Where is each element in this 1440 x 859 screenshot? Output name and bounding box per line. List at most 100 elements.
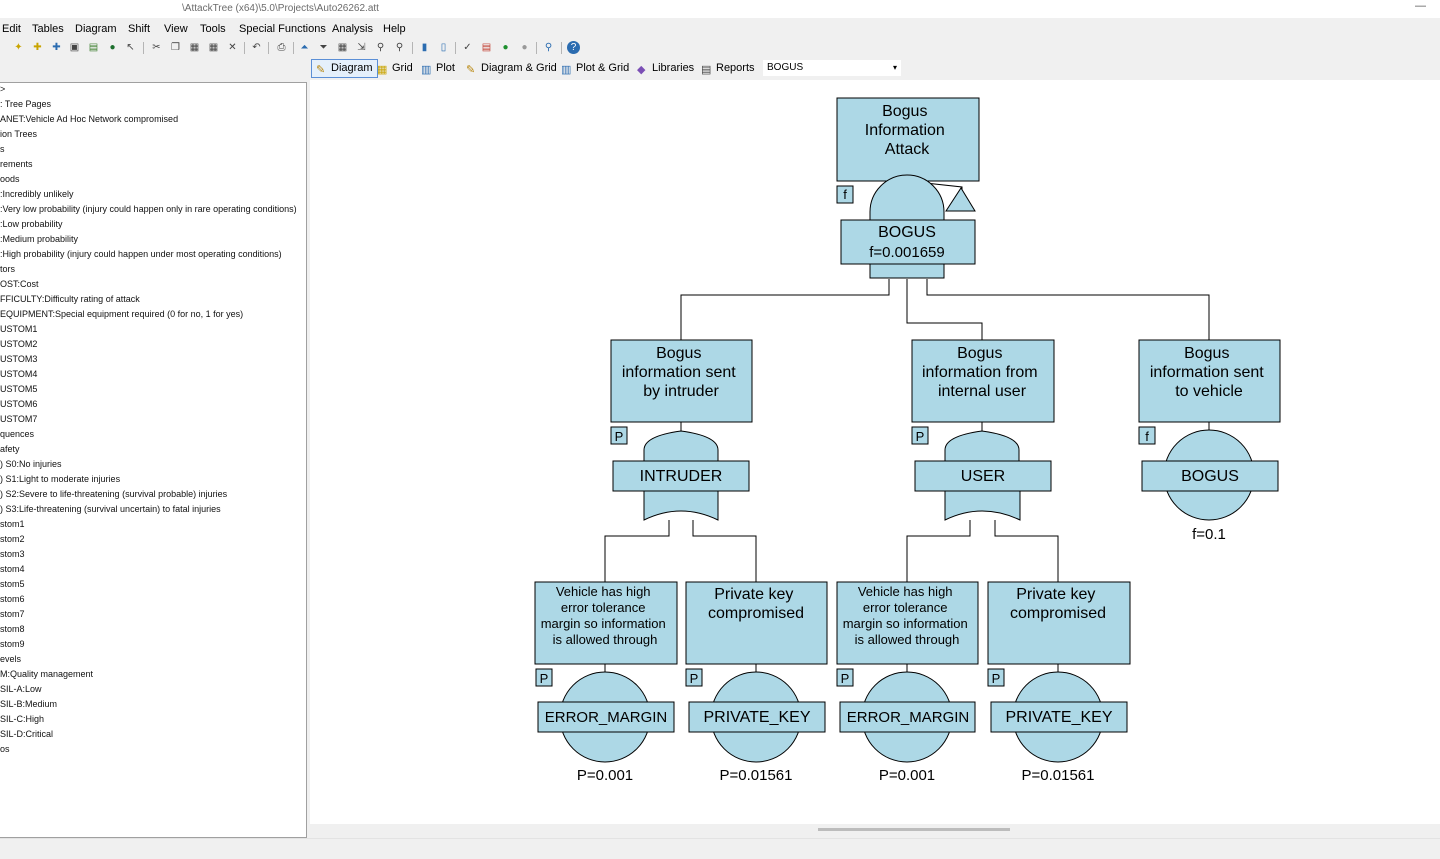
tree-item[interactable]: :High probability (injury could happen u… (0, 249, 282, 259)
expand-icon[interactable]: ⇲ (355, 41, 368, 54)
tree-item[interactable]: tors (0, 264, 15, 274)
traffic-light-icon[interactable]: ● (499, 41, 512, 54)
cut-icon[interactable]: ✂ (150, 41, 163, 54)
tree-item[interactable]: stom1 (0, 519, 25, 529)
tree-item[interactable]: stom3 (0, 549, 25, 559)
tab-plot-grid[interactable]: ▥Plot & Grid (561, 60, 629, 77)
add-node-icon[interactable]: ✚ (31, 41, 44, 54)
image-icon[interactable]: ▣ (68, 41, 81, 54)
undo-icon[interactable]: ↶ (250, 41, 263, 54)
menu-shift[interactable]: Shift (128, 23, 150, 35)
scrollbar-thumb[interactable] (818, 828, 1010, 831)
delete-icon[interactable]: ✕ (226, 41, 239, 54)
paste-special-icon[interactable]: ▦ (207, 41, 220, 54)
tree-item[interactable]: :Incredibly unlikely (0, 189, 74, 199)
tree-item[interactable]: stom7 (0, 609, 25, 619)
tree-item[interactable]: :Very low probability (injury could happ… (0, 204, 297, 214)
node-intruder[interactable]: Bogus information sent by intruder (611, 340, 752, 422)
tree-item[interactable]: evels (0, 654, 21, 664)
tree-item[interactable]: stom8 (0, 624, 25, 634)
move-down-icon[interactable]: ⏷ (317, 41, 330, 54)
menu-help[interactable]: Help (383, 23, 406, 35)
node-vehicle[interactable]: Bogus information sent to vehicle (1139, 340, 1280, 422)
tree-item[interactable]: stom6 (0, 594, 25, 604)
info-icon[interactable]: ▮ (418, 41, 431, 54)
tree-item[interactable]: stom9 (0, 639, 25, 649)
tree-item[interactable]: SIL-C:High (0, 714, 44, 724)
globe-icon[interactable]: ● (106, 41, 119, 54)
tree-item[interactable]: : Tree Pages (0, 99, 51, 109)
tree-item[interactable]: USTOM2 (0, 339, 37, 349)
tree-item[interactable]: ) S3:Life-threatening (survival uncertai… (0, 504, 221, 514)
tree-item[interactable]: FFICULTY:Difficulty rating of attack (0, 294, 140, 304)
tab-libraries[interactable]: ◆Libraries (637, 60, 694, 77)
tree-item[interactable]: :Low probability (0, 219, 63, 229)
minimize-button[interactable]: — (1415, 0, 1426, 12)
tree-item[interactable]: stom2 (0, 534, 25, 544)
menu-analysis[interactable]: Analysis (332, 23, 373, 35)
page-selector[interactable]: BOGUS ▾ (763, 60, 901, 76)
traffic-light-off-icon[interactable]: ● (518, 41, 531, 54)
find-replace-icon[interactable]: ⚲ (393, 41, 406, 54)
add-child-icon[interactable]: ✚ (50, 41, 63, 54)
node-user[interactable]: Bogus information from internal user (912, 340, 1054, 422)
tree-item[interactable]: USTOM6 (0, 399, 37, 409)
menu-edit[interactable]: Edit (2, 23, 21, 35)
print-icon[interactable]: ⎙ (275, 41, 288, 54)
horizontal-scrollbar[interactable] (310, 824, 1440, 836)
page-icon[interactable]: ▯ (437, 41, 450, 54)
tree-item[interactable]: s (0, 144, 5, 154)
tree-item[interactable]: USTOM3 (0, 354, 37, 364)
menu-tools[interactable]: Tools (200, 23, 226, 35)
tree-item[interactable]: stom5 (0, 579, 25, 589)
tree-item[interactable]: quences (0, 429, 34, 439)
tree-item[interactable]: ) S2:Severe to life-threatening (surviva… (0, 489, 227, 499)
menu-tables[interactable]: Tables (32, 23, 64, 35)
tree-item[interactable]: rements (0, 159, 33, 169)
tab-diagram-grid[interactable]: ✎Diagram & Grid (466, 60, 557, 77)
menu-special-functions[interactable]: Special Functions (239, 23, 326, 35)
leaf-private-key[interactable]: Private key compromised (988, 582, 1130, 664)
tree-item[interactable]: USTOM5 (0, 384, 37, 394)
menu-diagram[interactable]: Diagram (75, 23, 117, 35)
tree-item[interactable]: SIL-B:Medium (0, 699, 57, 709)
tree-item[interactable]: OST:Cost (0, 279, 39, 289)
help-icon[interactable]: ? (567, 41, 580, 54)
tab-reports[interactable]: ▤Reports (701, 60, 755, 77)
tree-item[interactable]: oods (0, 174, 20, 184)
copy-icon[interactable]: ❐ (169, 41, 182, 54)
leaf-error-margin[interactable]: Vehicle has high error tolerance margin … (535, 582, 677, 664)
spellcheck-icon[interactable]: ✓ (461, 41, 474, 54)
menu-view[interactable]: View (164, 23, 188, 35)
new-page-icon[interactable]: ✦ (12, 41, 25, 54)
chart-icon[interactable]: ▤ (480, 41, 493, 54)
tree-item[interactable]: USTOM7 (0, 414, 37, 424)
find-icon[interactable]: ⚲ (374, 41, 387, 54)
move-up-icon[interactable]: ⏶ (298, 41, 311, 54)
tree-item[interactable]: stom4 (0, 564, 25, 574)
tree-item[interactable]: os (0, 744, 10, 754)
tree-item[interactable]: EQUIPMENT:Special equipment required (0 … (0, 309, 243, 319)
tree-item[interactable]: ANET:Vehicle Ad Hoc Network compromised (0, 114, 178, 124)
tree-item[interactable]: ) S0:No injuries (0, 459, 62, 469)
leaf-private-key[interactable]: Private key compromised (686, 582, 827, 664)
tree-item[interactable]: afety (0, 444, 20, 454)
leaf-error-margin[interactable]: Vehicle has high error tolerance margin … (837, 582, 978, 664)
tab-diagram[interactable]: ✎Diagram (311, 59, 378, 78)
tab-grid[interactable]: ▦Grid (377, 60, 413, 77)
tree-item[interactable]: M:Quality management (0, 669, 93, 679)
root-node[interactable]: Bogus Information Attack (837, 98, 979, 181)
pointer-icon[interactable]: ↖ (124, 41, 137, 54)
tree-item[interactable]: SIL-D:Critical (0, 729, 53, 739)
grid-icon[interactable]: ▦ (336, 41, 349, 54)
tree-item[interactable]: > (0, 84, 5, 94)
tab-plot[interactable]: ▥Plot (421, 60, 455, 77)
tree-item[interactable]: USTOM4 (0, 369, 37, 379)
tree-item[interactable]: :Medium probability (0, 234, 78, 244)
sheet-icon[interactable]: ▤ (87, 41, 100, 54)
tree-item[interactable]: ) S1:Light to moderate injuries (0, 474, 120, 484)
paste-icon[interactable]: ▦ (188, 41, 201, 54)
tree-item[interactable]: SIL-A:Low (0, 684, 42, 694)
tree-item[interactable]: USTOM1 (0, 324, 37, 334)
tree-item[interactable]: ion Trees (0, 129, 37, 139)
